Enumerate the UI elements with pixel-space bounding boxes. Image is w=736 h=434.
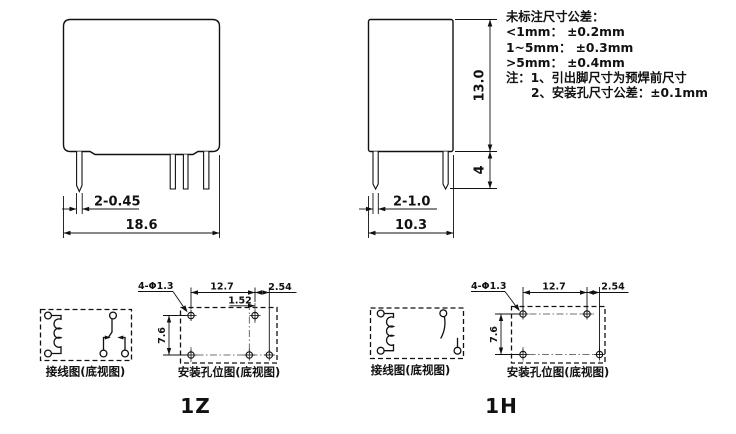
wiring-caption-1z: 接线图(底视图) — [46, 365, 126, 379]
mounting-diagram-1h: 4-Φ1.3 12.7 2.54 7.6 安装孔位图(底视图) — [471, 281, 629, 379]
mounting-holes — [517, 308, 605, 360]
pin — [76, 151, 83, 193]
hole-dim-label-1z: 4-Φ1.3 — [138, 281, 173, 292]
note-line: 未标注尺寸公差： — [506, 10, 605, 24]
front-width-dim-label: 18.6 — [125, 218, 157, 233]
front-pin-dimension — [62, 193, 139, 214]
mounting-dimensions-1z — [138, 287, 297, 356]
side-pin-dim-label: 2-1.0 — [393, 195, 430, 210]
terminal — [43, 349, 53, 358]
mounting-caption-1z: 安装孔位图(底视图) — [178, 365, 281, 379]
pin — [372, 151, 379, 191]
side-pin-length-dim-label: 4 — [473, 165, 488, 174]
note-line: 1~5mm： ±0.3mm — [506, 40, 634, 55]
offset-dim-label-1z: 1.52 — [228, 295, 251, 306]
pitch-dim-label-1z: 12.7 — [210, 282, 233, 293]
row-dim-label-1z: 7.6 — [157, 327, 168, 344]
center-lines — [183, 303, 275, 362]
hole-dim-label-1h: 4-Φ1.3 — [471, 281, 506, 292]
terminal — [376, 346, 385, 355]
wiring-diagram-1h: 接线图(底视图) — [369, 307, 465, 377]
note-line: 2、安装孔尺寸公差：±0.1mm — [531, 86, 708, 101]
outline-dashed — [39, 308, 133, 362]
front-width-dimension — [63, 155, 220, 238]
outline-dashed — [179, 306, 278, 364]
coil-symbol — [384, 312, 396, 352]
terminal — [453, 346, 462, 355]
wiring-diagram-1z: 接线图(底视图) — [39, 308, 133, 379]
note-line: 注：1、引出脚尺寸为预焊前尺寸 — [506, 71, 687, 86]
pitch2-dim-label-1h: 2.54 — [601, 282, 625, 293]
pin — [442, 151, 449, 191]
note-line: >5mm： ±0.4mm — [506, 55, 625, 70]
mounting-diagram-1z: 4-Φ1.3 12.7 1.52 2.54 7.6 安装孔位图(底视图) — [138, 281, 297, 379]
coil-symbol — [51, 314, 63, 355]
pitch-dim-label-1h: 12.7 — [542, 282, 565, 293]
front-view-drawing: 2-0.45 18.6 — [62, 18, 221, 238]
front-pin-dim-label: 2-0.45 — [94, 195, 141, 210]
hole — [249, 310, 261, 321]
side-pin-dimension — [359, 193, 437, 214]
outline-dashed — [510, 305, 606, 364]
mounting-holes — [185, 310, 275, 361]
hole — [185, 310, 197, 321]
side-width-dim-label: 10.3 — [395, 218, 427, 233]
side-height-dim-label: 13.0 — [473, 69, 488, 101]
pitch2-dim-label-1z: 2.54 — [268, 282, 292, 293]
terminal — [43, 311, 53, 320]
wiring-caption-1h: 接线图(底视图) — [371, 363, 451, 377]
hole — [581, 308, 593, 320]
note-line: <1mm： ±0.2mm — [506, 25, 625, 40]
terminal — [99, 349, 108, 358]
hole — [243, 349, 255, 361]
hole — [263, 349, 275, 361]
mounting-dimensions-1h — [471, 287, 629, 355]
terminal — [439, 309, 448, 318]
terminal — [376, 309, 385, 318]
hole — [517, 349, 529, 360]
pin — [169, 154, 176, 190]
row-dim-label-1h: 7.6 — [489, 326, 500, 343]
tolerance-notes: 未标注尺寸公差： <1mm： ±0.2mm 1~5mm： ±0.3mm >5mm… — [506, 10, 734, 102]
hole — [517, 308, 529, 320]
side-width-dimension — [368, 155, 454, 238]
variant-label-1z: 1Z — [180, 394, 210, 418]
terminal — [120, 349, 130, 358]
relay-body-side — [367, 18, 454, 153]
pin — [182, 154, 189, 190]
movable-contact — [440, 316, 446, 339]
pin — [203, 151, 210, 190]
side-height-dimension — [450, 19, 497, 189]
side-view-drawing: 13.0 4 2-1.0 10.3 — [359, 18, 497, 238]
mounting-caption-1h: 安装孔位图(底视图) — [507, 365, 610, 379]
movable-contact — [107, 318, 113, 339]
terminal — [108, 311, 118, 320]
contact-arrow — [120, 336, 126, 351]
relay-body-front — [62, 18, 221, 156]
variant-label-1h: 1H — [485, 394, 518, 418]
hole — [185, 349, 197, 361]
contact-arrow — [102, 336, 108, 351]
